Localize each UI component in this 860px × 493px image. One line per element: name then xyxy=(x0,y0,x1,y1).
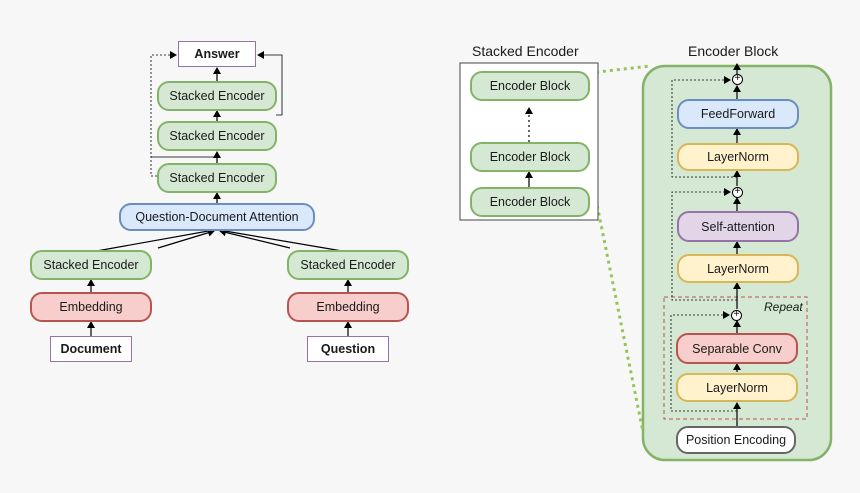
question-document-attention: Question-Document Attention xyxy=(119,203,315,231)
residual-add-icon-3: + xyxy=(731,310,742,321)
encoder-block-title: Encoder Block xyxy=(688,43,779,59)
question-stacked-encoder: Stacked Encoder xyxy=(287,250,409,280)
residual-add-icon-1: + xyxy=(732,74,743,85)
residual-add-icon-2: + xyxy=(732,187,743,198)
stacked-encoder-title: Stacked Encoder xyxy=(472,43,579,59)
repeat-label: Repeat xyxy=(764,300,803,314)
question-embedding: Embedding xyxy=(287,292,409,322)
encoder-block-bottom: Encoder Block xyxy=(470,187,590,217)
repeat-region xyxy=(663,296,808,420)
layernorm-1: LayerNorm xyxy=(677,143,799,171)
document-embedding: Embedding xyxy=(30,292,152,322)
answer-box: Answer xyxy=(178,41,256,67)
document-box: Document xyxy=(50,336,132,362)
zoom-line-top xyxy=(588,64,651,75)
separable-conv-node: Separable Conv xyxy=(676,333,798,364)
stacked-encoder-low: Stacked Encoder xyxy=(157,163,277,193)
stacked-encoder-top: Stacked Encoder xyxy=(157,81,277,111)
layernorm-3: LayerNorm xyxy=(676,373,798,402)
question-box: Question xyxy=(307,336,389,362)
encoder-block-mid: Encoder Block xyxy=(470,142,590,172)
stacked-encoder-mid: Stacked Encoder xyxy=(157,121,277,151)
self-attention-node: Self-attention xyxy=(677,211,799,242)
position-encoding-node: Position Encoding xyxy=(676,426,796,454)
layernorm-2: LayerNorm xyxy=(677,254,799,283)
encoder-block-top: Encoder Block xyxy=(470,71,590,101)
feedforward-node: FeedForward xyxy=(677,99,799,129)
document-stacked-encoder: Stacked Encoder xyxy=(30,250,152,280)
